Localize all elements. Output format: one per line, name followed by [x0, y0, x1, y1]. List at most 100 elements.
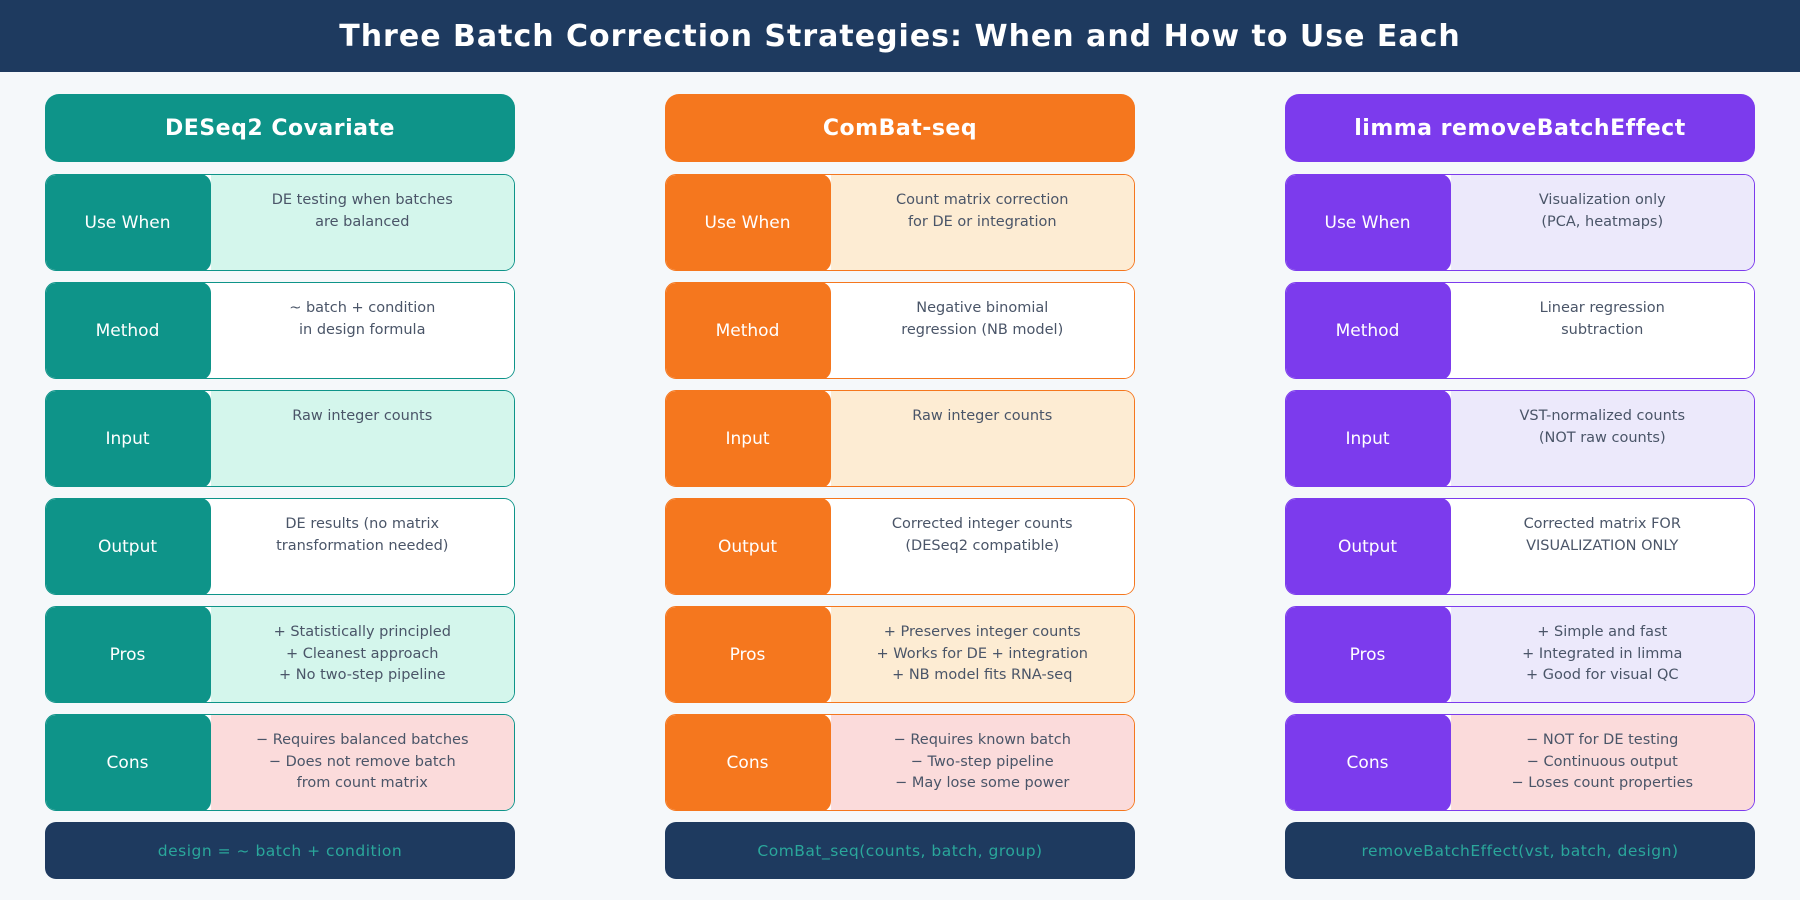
row-input: Input VST-normalized counts (NOT raw cou… [1285, 390, 1755, 487]
value-line: − Requires balanced batches [255, 732, 469, 748]
row-label: Pros [1286, 607, 1451, 702]
value-line: + Simple and fast [1537, 624, 1668, 640]
row-method: Method Negative binomial regression (NB … [665, 282, 1135, 379]
row-value: DE testing when batches are balanced [210, 175, 514, 270]
value-line: VISUALIZATION ONLY [1526, 537, 1679, 554]
row-pros: Pros + Statistically principled + Cleane… [45, 606, 515, 703]
value-line: + Preserves integer counts [883, 624, 1081, 640]
value-line: + Cleanest approach [285, 645, 439, 662]
value-line: − May lose some power [895, 775, 1070, 791]
value-line: Corrected matrix FOR [1523, 516, 1681, 532]
row-label: Cons [46, 715, 211, 810]
row-label: Use When [666, 175, 831, 270]
column-limma-removebatcheffect: limma removeBatchEffect Use When Visuali… [1285, 94, 1755, 879]
column-header-limma: limma removeBatchEffect [1285, 94, 1755, 162]
row-output: Output DE results (no matrix transformat… [45, 498, 515, 595]
value-line: transformation needed) [276, 537, 449, 554]
code-snippet-combat-seq: ComBat_seq(counts, batch, group) [665, 822, 1135, 879]
value-line: are balanced [315, 213, 410, 230]
row-label: Pros [46, 607, 211, 702]
value-line: + Statistically principled [273, 624, 451, 640]
value-line: subtraction [1561, 321, 1644, 338]
row-output: Output Corrected integer counts (DESeq2 … [665, 498, 1135, 595]
row-label: Cons [1286, 715, 1451, 810]
row-cons: Cons − Requires balanced batches − Does … [45, 714, 515, 811]
value-line: − Does not remove batch [268, 753, 456, 770]
value-line: (PCA, heatmaps) [1541, 213, 1664, 230]
row-value: VST-normalized counts (NOT raw counts) [1450, 391, 1754, 486]
row-method: Method Linear regression subtraction [1285, 282, 1755, 379]
row-value: − Requires balanced batches − Does not r… [210, 715, 514, 810]
value-line: Visualization only [1538, 192, 1666, 208]
column-header-deseq2-covariate: DESeq2 Covariate [45, 94, 515, 162]
row-use-when: Use When Visualization only (PCA, heatma… [1285, 174, 1755, 271]
row-label: Input [46, 391, 211, 486]
row-value: Raw integer counts [830, 391, 1134, 486]
row-use-when: Use When Count matrix correction for DE … [665, 174, 1135, 271]
row-use-when: Use When DE testing when batches are bal… [45, 174, 515, 271]
page-title: Three Batch Correction Strategies: When … [339, 18, 1461, 54]
row-value: ~ batch + condition in design formula [210, 283, 514, 378]
row-cons: Cons − NOT for DE testing − Continuous o… [1285, 714, 1755, 811]
row-value: Negative binomial regression (NB model) [830, 283, 1134, 378]
value-line: DE testing when batches [271, 192, 453, 208]
value-line: Count matrix correction [896, 192, 1069, 208]
value-line: − Two-step pipeline [910, 753, 1054, 770]
value-line: (DESeq2 compatible) [905, 537, 1060, 554]
value-line: − Continuous output [1526, 753, 1678, 770]
code-snippet-removebatcheffect: removeBatchEffect(vst, batch, design) [1285, 822, 1755, 879]
row-pros: Pros + Simple and fast + Integrated in l… [1285, 606, 1755, 703]
value-line: Negative binomial [916, 300, 1049, 316]
title-bar: Three Batch Correction Strategies: When … [0, 0, 1800, 72]
row-value: DE results (no matrix transformation nee… [210, 499, 514, 594]
value-line: − NOT for DE testing [1526, 732, 1679, 748]
row-value: Linear regression subtraction [1450, 283, 1754, 378]
row-value: Corrected matrix FOR VISUALIZATION ONLY [1450, 499, 1754, 594]
row-label: Method [46, 283, 211, 378]
row-label: Use When [46, 175, 211, 270]
value-line: ~ batch + condition [289, 300, 436, 316]
value-line: (NOT raw counts) [1538, 429, 1666, 446]
row-label: Method [1286, 283, 1451, 378]
column-combat-seq: ComBat-seq Use When Count matrix correct… [665, 94, 1135, 879]
row-value: Visualization only (PCA, heatmaps) [1450, 175, 1754, 270]
value-line: − Requires known batch [893, 732, 1071, 748]
row-input: Input Raw integer counts [45, 390, 515, 487]
row-value: − Requires known batch − Two-step pipeli… [830, 715, 1134, 810]
value-line: − Loses count properties [1511, 775, 1694, 791]
row-value: Corrected integer counts (DESeq2 compati… [830, 499, 1134, 594]
row-value: Count matrix correction for DE or integr… [830, 175, 1134, 270]
value-line: in design formula [299, 321, 426, 338]
row-pros: Pros + Preserves integer counts + Works … [665, 606, 1135, 703]
row-label: Input [1286, 391, 1451, 486]
row-method: Method ~ batch + condition in design for… [45, 282, 515, 379]
row-value: + Preserves integer counts + Works for D… [830, 607, 1134, 702]
value-line: Linear regression [1539, 300, 1665, 316]
row-label: Output [46, 499, 211, 594]
row-label: Output [666, 499, 831, 594]
value-line: Raw integer counts [292, 408, 433, 424]
row-cons: Cons − Requires known batch − Two-step p… [665, 714, 1135, 811]
row-output: Output Corrected matrix FOR VISUALIZATIO… [1285, 498, 1755, 595]
row-value: + Simple and fast + Integrated in limma … [1450, 607, 1754, 702]
value-line: DE results (no matrix [285, 516, 440, 532]
row-label: Cons [666, 715, 831, 810]
column-deseq2-covariate: DESeq2 Covariate Use When DE testing whe… [45, 94, 515, 879]
value-line: Raw integer counts [912, 408, 1053, 424]
code-snippet-deseq2: design = ~ batch + condition [45, 822, 515, 879]
row-label: Output [1286, 499, 1451, 594]
value-line: + Integrated in limma [1522, 645, 1683, 662]
row-value: Raw integer counts [210, 391, 514, 486]
value-line: for DE or integration [907, 213, 1057, 230]
value-line: regression (NB model) [901, 321, 1064, 338]
value-line: + Works for DE + integration [876, 645, 1089, 662]
value-line: Corrected integer counts [891, 516, 1073, 532]
strategy-columns: DESeq2 Covariate Use When DE testing whe… [0, 72, 1800, 879]
value-line: + NB model fits RNA-seq [892, 667, 1073, 683]
row-value: − NOT for DE testing − Continuous output… [1450, 715, 1754, 810]
row-label: Pros [666, 607, 831, 702]
column-header-combat-seq: ComBat-seq [665, 94, 1135, 162]
value-line: + Good for visual QC [1525, 667, 1679, 683]
row-label: Input [666, 391, 831, 486]
value-line: VST-normalized counts [1519, 408, 1686, 424]
